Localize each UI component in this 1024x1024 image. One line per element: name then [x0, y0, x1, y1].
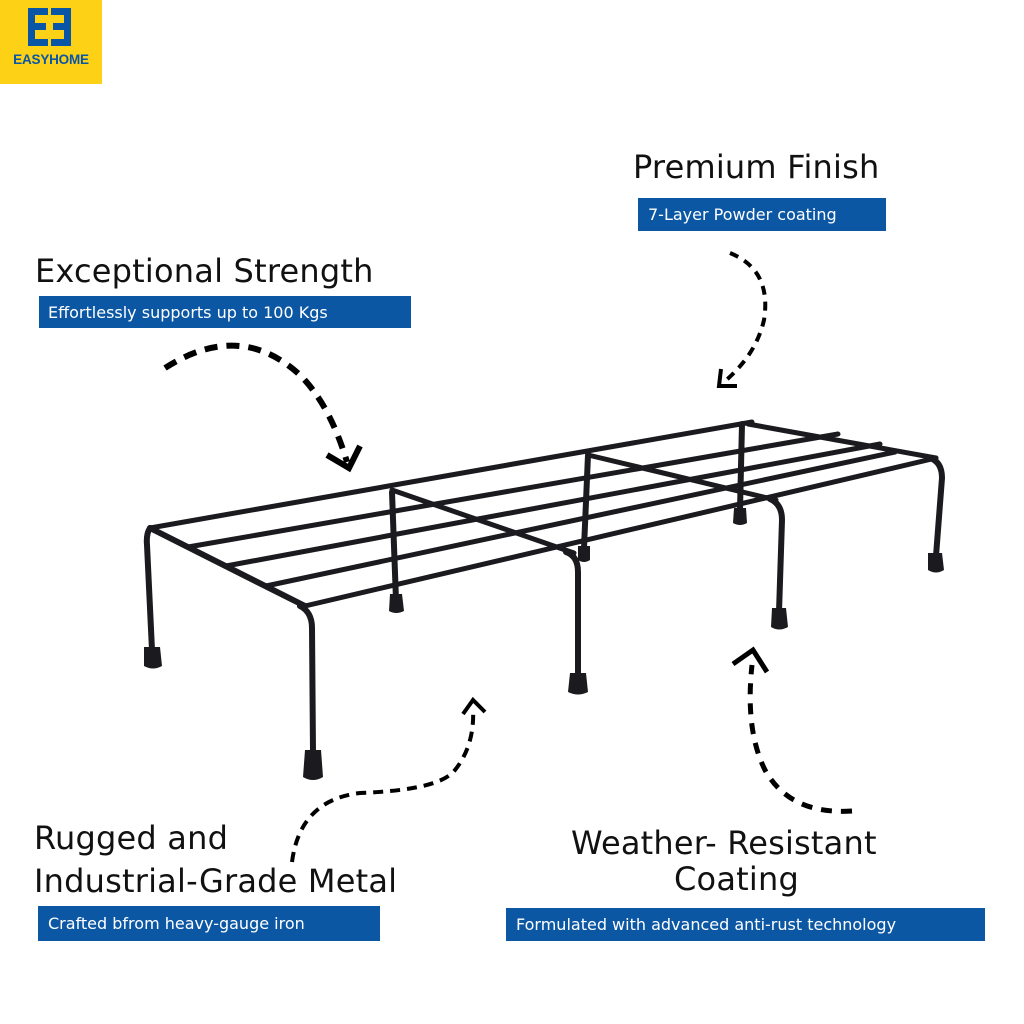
feature-title-rugged-line2: Industrial-Grade Metal: [34, 862, 398, 900]
feature-subtitle: Crafted bfrom heavy-gauge iron: [48, 914, 305, 933]
dashed-s-curve-arrow-up-icon: [290, 696, 487, 863]
feature-subtitle: Formulated with advanced anti-rust techn…: [516, 915, 897, 934]
dashed-curved-arrow-up-icon: [731, 646, 853, 814]
wire-rack-image: [143, 419, 946, 755]
ee-monogram-icon: [28, 8, 71, 46]
feature-title-weather-line2: Coating: [674, 860, 799, 898]
feature-tag-premium-finish: 7-Layer Powder coating: [638, 198, 886, 231]
dashed-curved-arrow-down-left-icon: [716, 251, 768, 388]
feature-tag-weather-resistant: Formulated with advanced anti-rust techn…: [506, 908, 985, 941]
feature-tag-rugged-metal: Crafted bfrom heavy-gauge iron: [38, 906, 380, 941]
feature-tag-exceptional-strength: Effortlessly supports up to 100 Kgs: [39, 296, 411, 328]
rack-feet: [144, 508, 944, 780]
feature-title-premium-finish: Premium Finish: [633, 148, 880, 186]
feature-title-exceptional-strength: Exceptional Strength: [35, 252, 374, 290]
feature-subtitle: 7-Layer Powder coating: [648, 205, 837, 224]
feature-title-rugged-line1: Rugged and: [34, 819, 229, 857]
brand-name: EASYHOME: [13, 52, 89, 67]
feature-title-weather-line1: Weather- Resistant: [571, 824, 877, 862]
dashed-curved-arrow-down-right-icon: [163, 342, 363, 473]
feature-subtitle: Effortlessly supports up to 100 Kgs: [48, 302, 328, 322]
brand-logo: EASYHOME: [0, 0, 102, 84]
